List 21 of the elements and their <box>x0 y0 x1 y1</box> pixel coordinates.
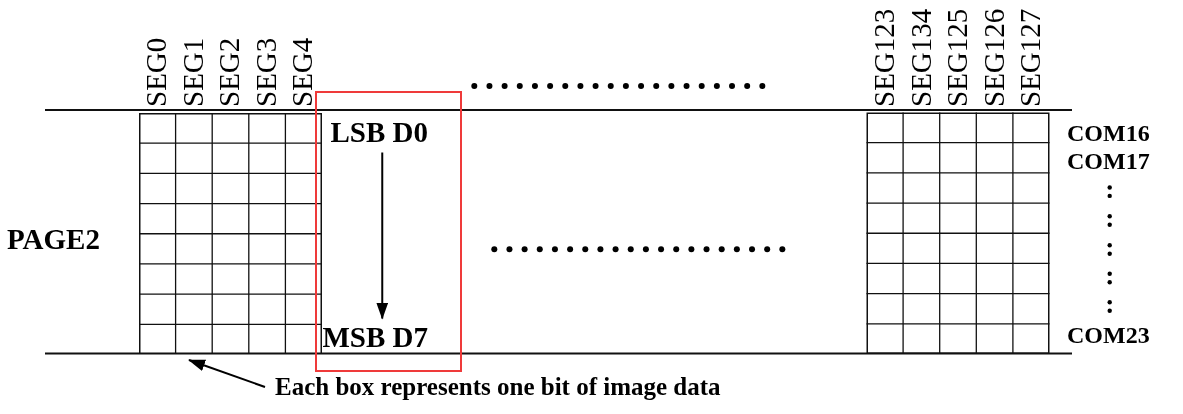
common-label: COM23 <box>1067 323 1150 347</box>
page-label: PAGE2 <box>7 225 100 254</box>
segment-label: SEG3 <box>251 37 281 107</box>
segment-label: SEG2 <box>215 37 245 107</box>
arrow <box>376 151 389 320</box>
pixel-grid <box>138 112 322 354</box>
common-label: COM17 <box>1067 149 1150 173</box>
segment-label: SEG134 <box>907 8 937 107</box>
common-label: COM16 <box>1067 121 1150 145</box>
segment-label: SEG4 <box>288 37 318 107</box>
bit-label: MSB D7 <box>322 322 429 352</box>
segment-label: SEG125 <box>943 8 973 107</box>
segment-label: SEG126 <box>979 8 1009 107</box>
segment-label: SEG0 <box>142 37 172 107</box>
segment-label: SEG127 <box>1016 8 1046 107</box>
annotation-text: Each box represents one bit of image data <box>275 373 721 399</box>
segment-label: SEG1 <box>178 37 208 107</box>
segment-label: SEG123 <box>870 8 900 107</box>
bit-label: LSB D0 <box>330 117 428 147</box>
leader-arrow <box>188 359 266 388</box>
highlight-frame <box>315 91 462 372</box>
